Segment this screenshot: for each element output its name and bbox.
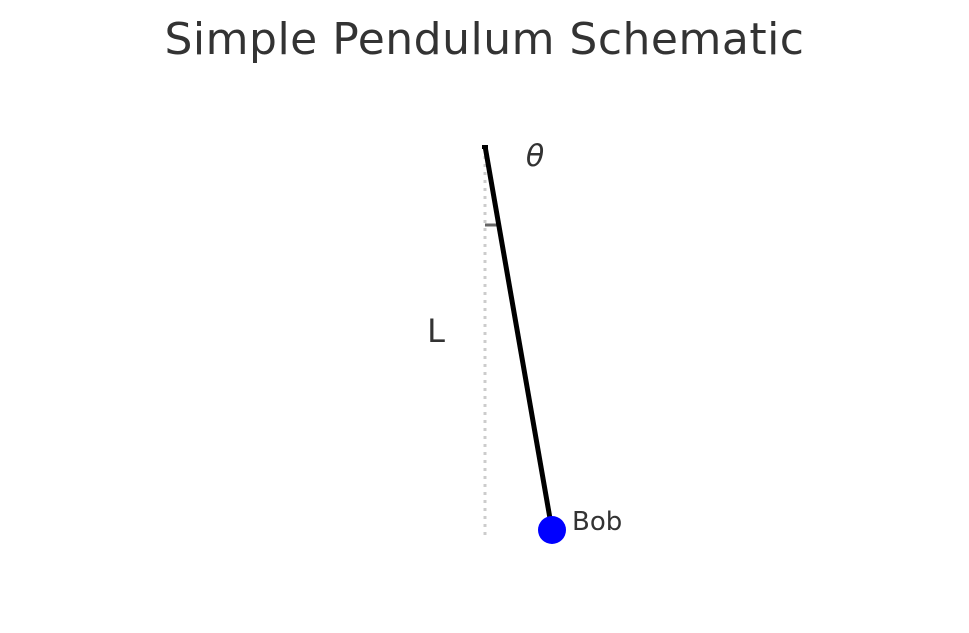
angle-label: θ [526, 139, 544, 174]
bob-label: Bob [572, 507, 622, 537]
page-title: Simple Pendulum Schematic [164, 14, 805, 65]
pendulum-bob [538, 516, 566, 544]
length-label: L [427, 312, 445, 350]
pivot-point [482, 145, 488, 149]
pendulum-rod [482, 145, 555, 531]
